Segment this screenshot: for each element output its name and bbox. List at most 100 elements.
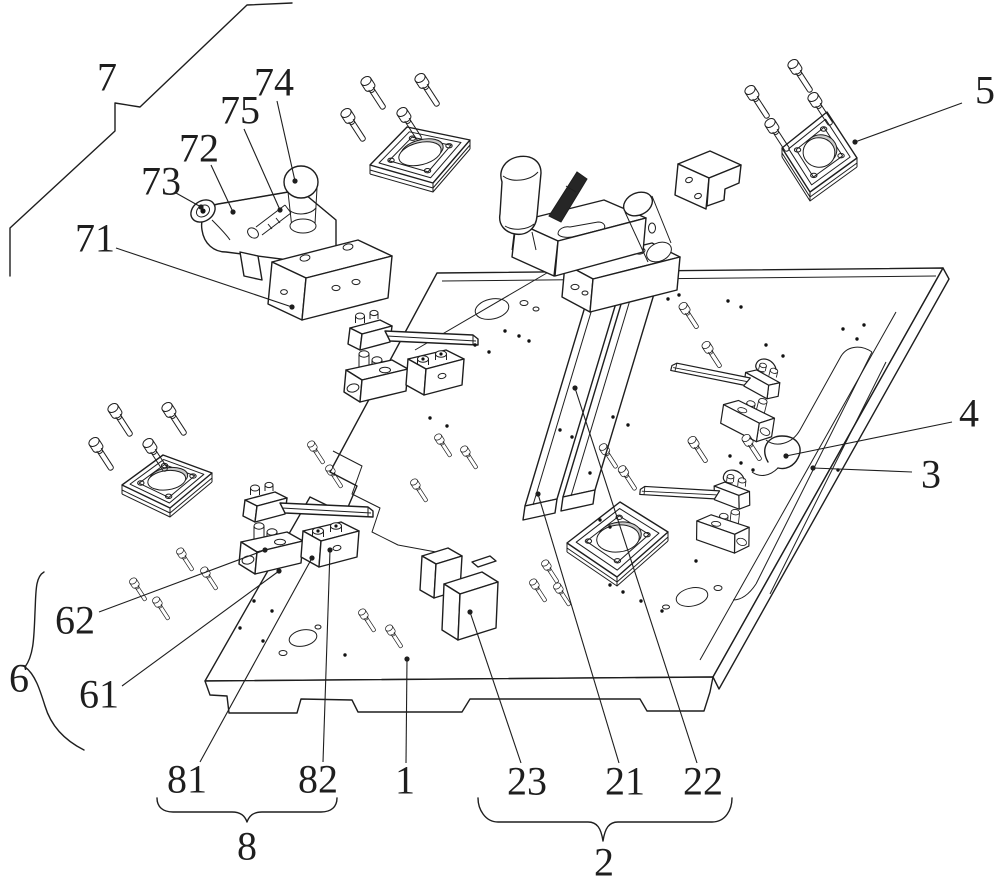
cap-screw (174, 546, 197, 573)
ref-label-8: 8 (237, 824, 257, 869)
cap-screw (105, 401, 137, 440)
ref-label-2: 2 (594, 840, 614, 881)
numeral-21: 21 (605, 759, 645, 804)
ref-label-72: 72 (179, 126, 236, 215)
flange-plate-mid-left (121, 454, 213, 518)
flange-plates (121, 111, 858, 587)
handle-assembly (498, 155, 672, 277)
leader-line-3 (812, 467, 913, 473)
ref-label-6: 6 (9, 656, 29, 701)
leader-line-73 (175, 192, 202, 208)
cap-screw (159, 400, 191, 439)
numeral-7: 7 (97, 55, 117, 100)
leader-dot-5 (852, 139, 858, 145)
ref-label-74: 74 (254, 60, 298, 184)
leader-line-5 (854, 102, 963, 143)
flange-plate-top-middle (369, 126, 471, 193)
numeral-23: 23 (507, 759, 547, 804)
ref-label-3: 3 (810, 452, 941, 497)
numeral-74: 74 (254, 60, 294, 105)
leader-line-81 (199, 557, 313, 763)
leader-line-61 (121, 570, 280, 687)
leader-dot-71 (289, 304, 295, 310)
cap-screw (338, 106, 370, 145)
numeral-71: 71 (75, 216, 115, 261)
leader-dot-22 (572, 385, 578, 391)
screw-75 (247, 204, 292, 239)
numeral-75: 75 (220, 88, 260, 133)
ref-label-61: 61 (79, 568, 282, 717)
ref-label-5: 5 (852, 68, 995, 145)
leader-dot-82 (327, 547, 333, 553)
ref-label-75: 75 (220, 88, 283, 213)
cap-screw (412, 71, 444, 110)
ref-label-23: 23 (467, 609, 547, 804)
leader-line-21 (537, 493, 620, 764)
cap-screw (198, 565, 221, 592)
ref-label-7: 7 (97, 55, 117, 100)
leader-dot-74 (292, 178, 298, 184)
leader-line-23 (469, 611, 522, 764)
cap-screw (86, 435, 118, 474)
leader-line-4 (785, 421, 953, 457)
clamp-hook-wire (751, 435, 801, 476)
cap-screw (358, 74, 390, 113)
numeral-73: 73 (141, 159, 181, 204)
leader-dot-23 (467, 609, 473, 615)
leader-line-74 (276, 100, 296, 182)
group-braces (9, 2, 733, 842)
numeral-8: 8 (237, 824, 257, 869)
numeral-5: 5 (975, 68, 995, 113)
numeral-81: 81 (167, 757, 207, 802)
leader-line-71 (115, 247, 293, 308)
numeral-4: 4 (959, 391, 979, 436)
stop-block (674, 150, 742, 210)
leader-line-72 (210, 164, 234, 213)
bracket-7 (9, 2, 293, 277)
numeral-2: 2 (594, 840, 614, 881)
numeral-72: 72 (179, 126, 219, 171)
ref-label-1: 1 (395, 656, 415, 803)
cap-screw (305, 439, 328, 466)
ref-label-22: 22 (572, 385, 723, 804)
leader-line-1 (405, 658, 408, 764)
leader-dot-4 (783, 453, 789, 459)
flange-plate-5 (781, 111, 858, 202)
base-bracket-71 (267, 239, 393, 321)
numeral-62: 62 (55, 598, 95, 643)
numeral-6: 6 (9, 656, 29, 701)
leader-dot-21 (535, 491, 541, 497)
brace-8 (156, 797, 338, 823)
cap-screw (742, 83, 774, 122)
leader-dot-73 (198, 204, 204, 210)
ref-label-73: 73 (141, 159, 204, 210)
ref-label-62: 62 (55, 547, 268, 643)
leader-line-22 (574, 387, 698, 764)
cap-screw (785, 57, 817, 96)
ref-label-21: 21 (535, 491, 645, 804)
numeral-1: 1 (395, 758, 415, 803)
leader-line-82 (322, 549, 331, 763)
hand-grip (498, 155, 542, 236)
press-arm-assembly-7 (190, 165, 393, 321)
brace-2 (477, 797, 733, 842)
numeral-61: 61 (79, 672, 119, 717)
leader-dot-3 (810, 465, 816, 471)
roller-74 (283, 165, 319, 199)
cap-screw (150, 595, 173, 622)
numeral-3: 3 (921, 452, 941, 497)
flange-plate-center (566, 501, 669, 587)
drill-hole-marks (238, 293, 866, 657)
ref-label-4: 4 (783, 391, 979, 459)
ref-label-82: 82 (298, 547, 338, 802)
leader-dot-81 (309, 555, 315, 561)
leader-dot-72 (230, 209, 236, 215)
leader-dot-75 (277, 207, 283, 213)
cap-screw (127, 576, 150, 603)
leader-line-75 (243, 128, 281, 211)
pivot-cylinder (622, 191, 654, 217)
leader-dot-62 (262, 547, 268, 553)
spacer-block-23 (419, 547, 499, 641)
